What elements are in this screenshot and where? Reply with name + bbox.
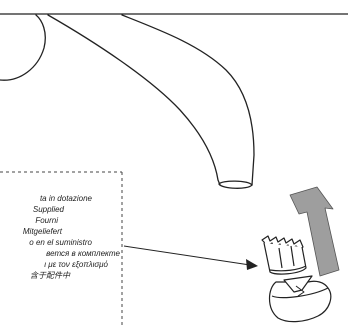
aerator-icon (261, 235, 307, 275)
note-line-french: Fourni (35, 216, 58, 225)
dashed-callout-frame (0, 171, 123, 326)
note-line-italian: ta in dotazione (39, 194, 92, 203)
note-line-german: Mitgeliefert (22, 227, 62, 236)
aerator-key-icon (268, 275, 332, 323)
up-arrow-icon (289, 186, 340, 277)
note-line-chinese: 含于配件中 (30, 271, 70, 280)
note-line-greek: ι με τον εξοπλισμό (44, 260, 108, 269)
note-line-russian: вется в комплекте (46, 249, 120, 258)
note-line-english: Supplied (32, 205, 64, 214)
supplied-note: ta in dotazione Supplied Fourni Mitgelie… (0, 172, 122, 326)
pointer-arrow-icon (123, 245, 258, 270)
spout-icon (0, 13, 348, 189)
note-line-spanish: o en el suministro (29, 238, 92, 247)
